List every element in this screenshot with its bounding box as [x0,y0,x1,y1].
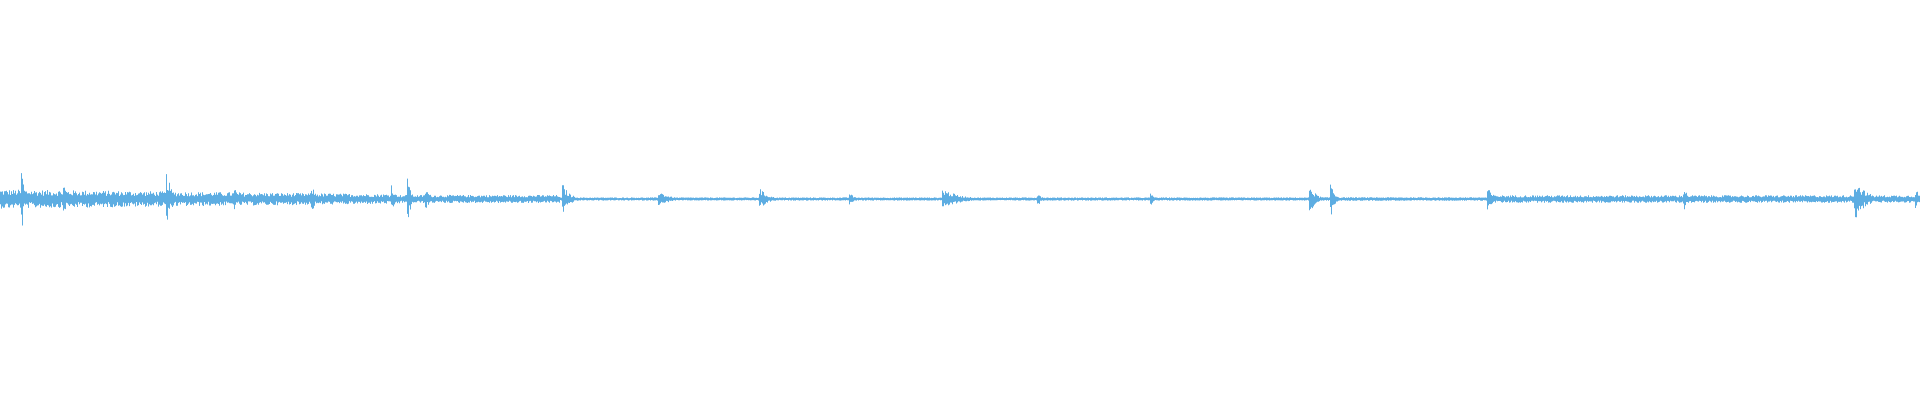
waveform-path [0,173,1920,226]
